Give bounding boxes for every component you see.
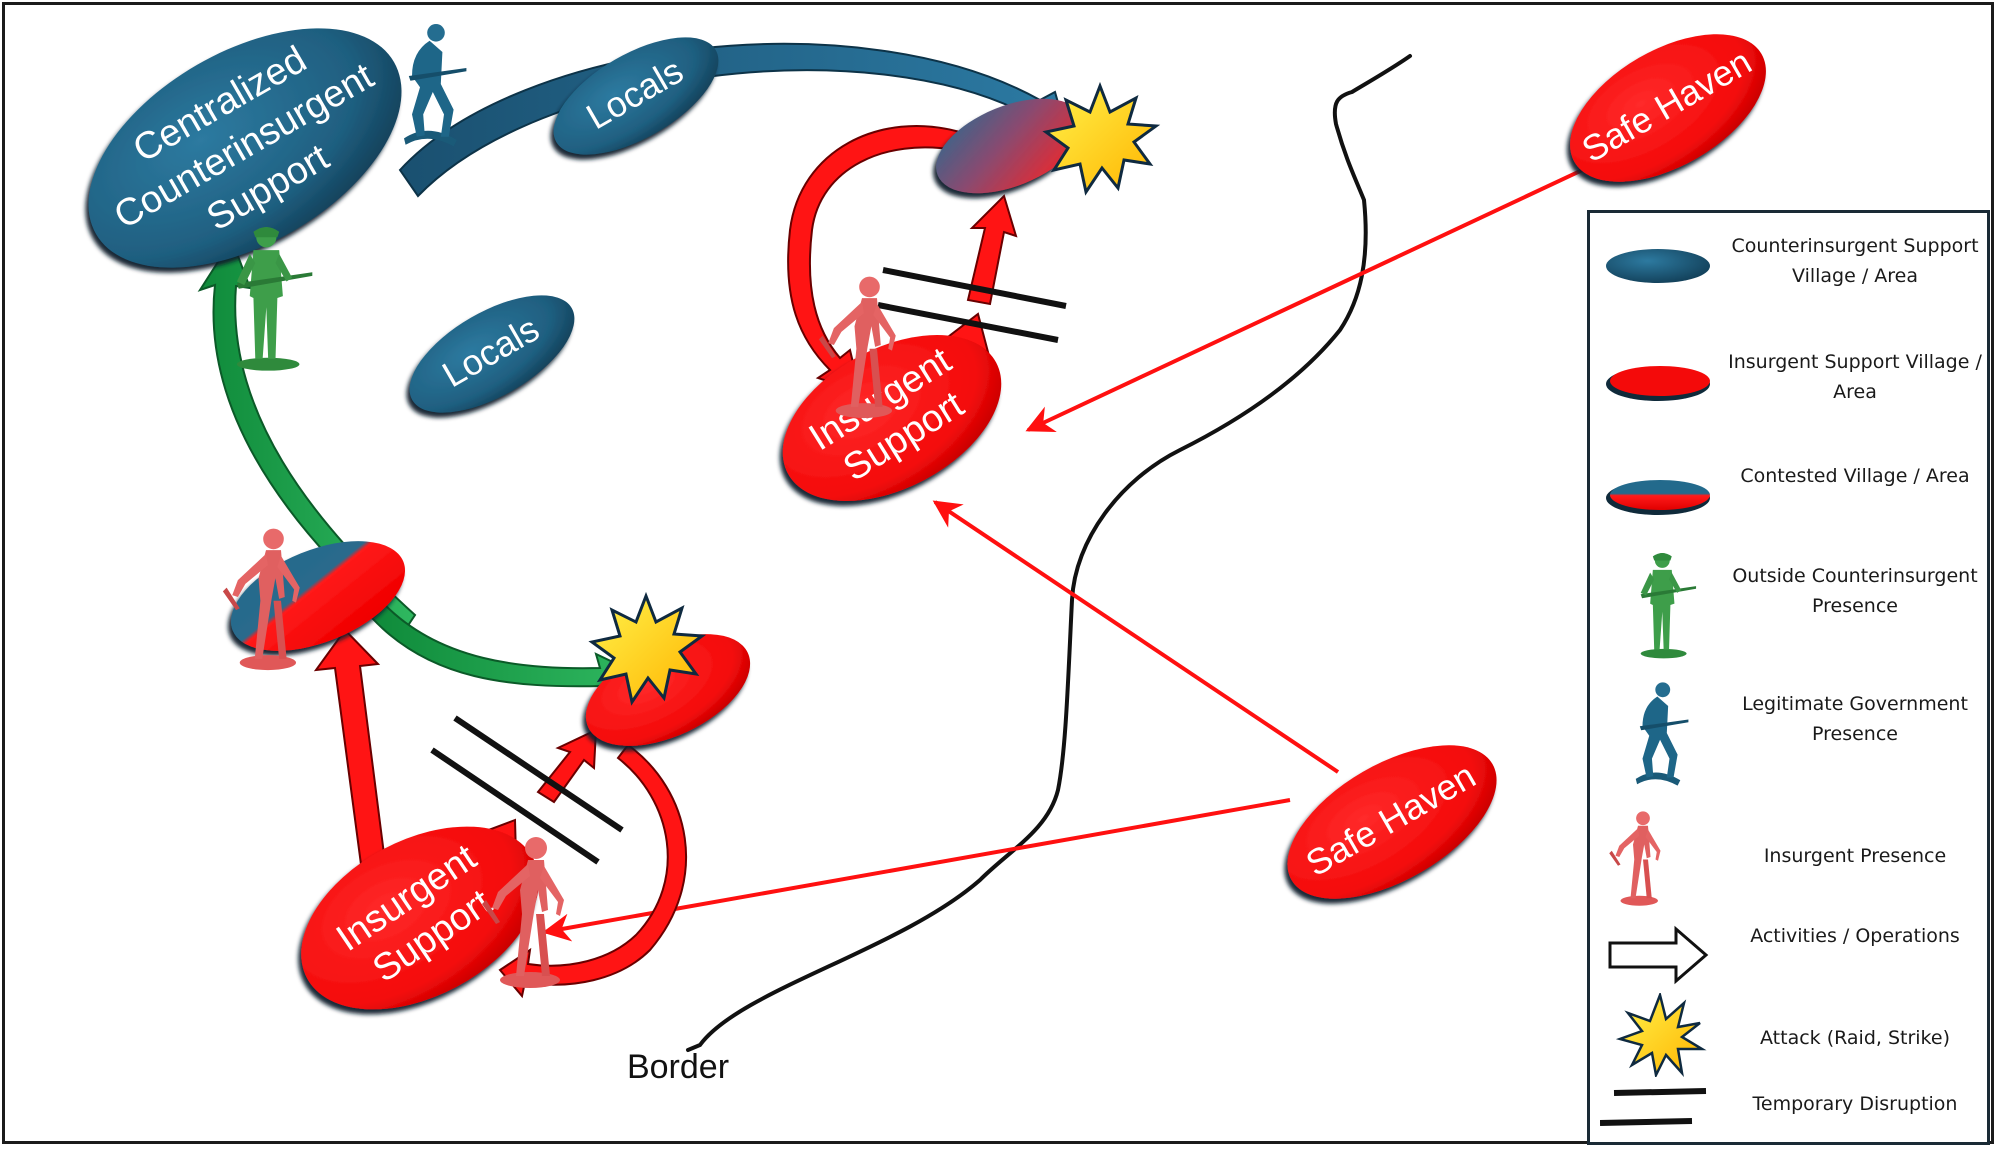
node-safe-haven-top — [1570, 34, 1766, 182]
node-insurgent-support-bottom — [301, 826, 539, 1010]
legend-label: Activities / Operations — [1750, 925, 1960, 947]
blue-soldier-icon — [1635, 682, 1689, 786]
legend-label: Outside Counterinsurgent Presence — [1732, 565, 1978, 617]
legend-label: Insurgent Support Village / Area — [1728, 351, 1982, 403]
legend: Counterinsurgent Support Village / Area … — [1587, 210, 1990, 1145]
explosion-icon — [1615, 993, 1707, 1077]
node-locals-2 — [409, 295, 575, 413]
operation-arrow-green-up — [197, 237, 417, 632]
node-locals-1 — [553, 37, 719, 155]
node-central-counterinsurgent-support — [88, 28, 402, 268]
explosion-icon — [1042, 81, 1161, 196]
legend-label: Contested Village / Area — [1740, 465, 1970, 487]
legend-item: Activities / Operations — [1590, 921, 1987, 991]
disruption-bar — [430, 747, 600, 865]
node-insurgent-support-top — [782, 335, 1002, 501]
legend-item: Insurgent Support Village / Area — [1590, 341, 1987, 421]
supply-line-safehaven-bottom-to-insurgent-top — [932, 500, 1340, 774]
legend-item: Temporary Disruption — [1590, 1083, 1987, 1143]
node-safe-haven-bottom — [1287, 745, 1497, 899]
legend-label: Insurgent Presence — [1763, 845, 1947, 867]
legend-item: Counterinsurgent Support Village / Area — [1590, 225, 1987, 305]
explosion-icon — [588, 591, 707, 706]
legend-item: Outside Counterinsurgent Presence — [1590, 551, 1987, 661]
double-bar-icon — [1600, 1088, 1707, 1126]
contested-ellipse-icon — [1606, 480, 1710, 515]
legend-item: Legitimate Government Presence — [1590, 679, 1987, 789]
legend-label: Attack (Raid, Strike) — [1760, 1027, 1950, 1049]
legend-item: Insurgent Presence — [1590, 807, 1987, 907]
legend-label: Temporary Disruption — [1752, 1093, 1958, 1115]
legend-item: Attack (Raid, Strike) — [1590, 993, 1987, 1083]
insurgent-ellipse-icon — [1606, 366, 1710, 401]
node-contested-top — [936, 98, 1084, 194]
disruption-bar — [453, 715, 624, 833]
border-label: Border — [627, 1048, 729, 1086]
legend-label: Counterinsurgent Support Village / Area — [1731, 235, 1979, 287]
disruption-bar — [877, 302, 1059, 343]
red-soldier-icon — [1609, 811, 1661, 906]
counterinsurgent-ellipse-icon — [1606, 249, 1710, 283]
border-line — [686, 54, 1412, 1052]
supply-line-safehaven-top-to-insurgent-top — [1025, 156, 1609, 432]
disruption-bar — [882, 267, 1067, 309]
operation-arrow-red-up-left — [313, 628, 388, 874]
legend-item: Contested Village / Area — [1590, 455, 1987, 535]
outline-arrow-icon — [1608, 925, 1709, 985]
legend-label: Legitimate Government Presence — [1742, 693, 1968, 745]
